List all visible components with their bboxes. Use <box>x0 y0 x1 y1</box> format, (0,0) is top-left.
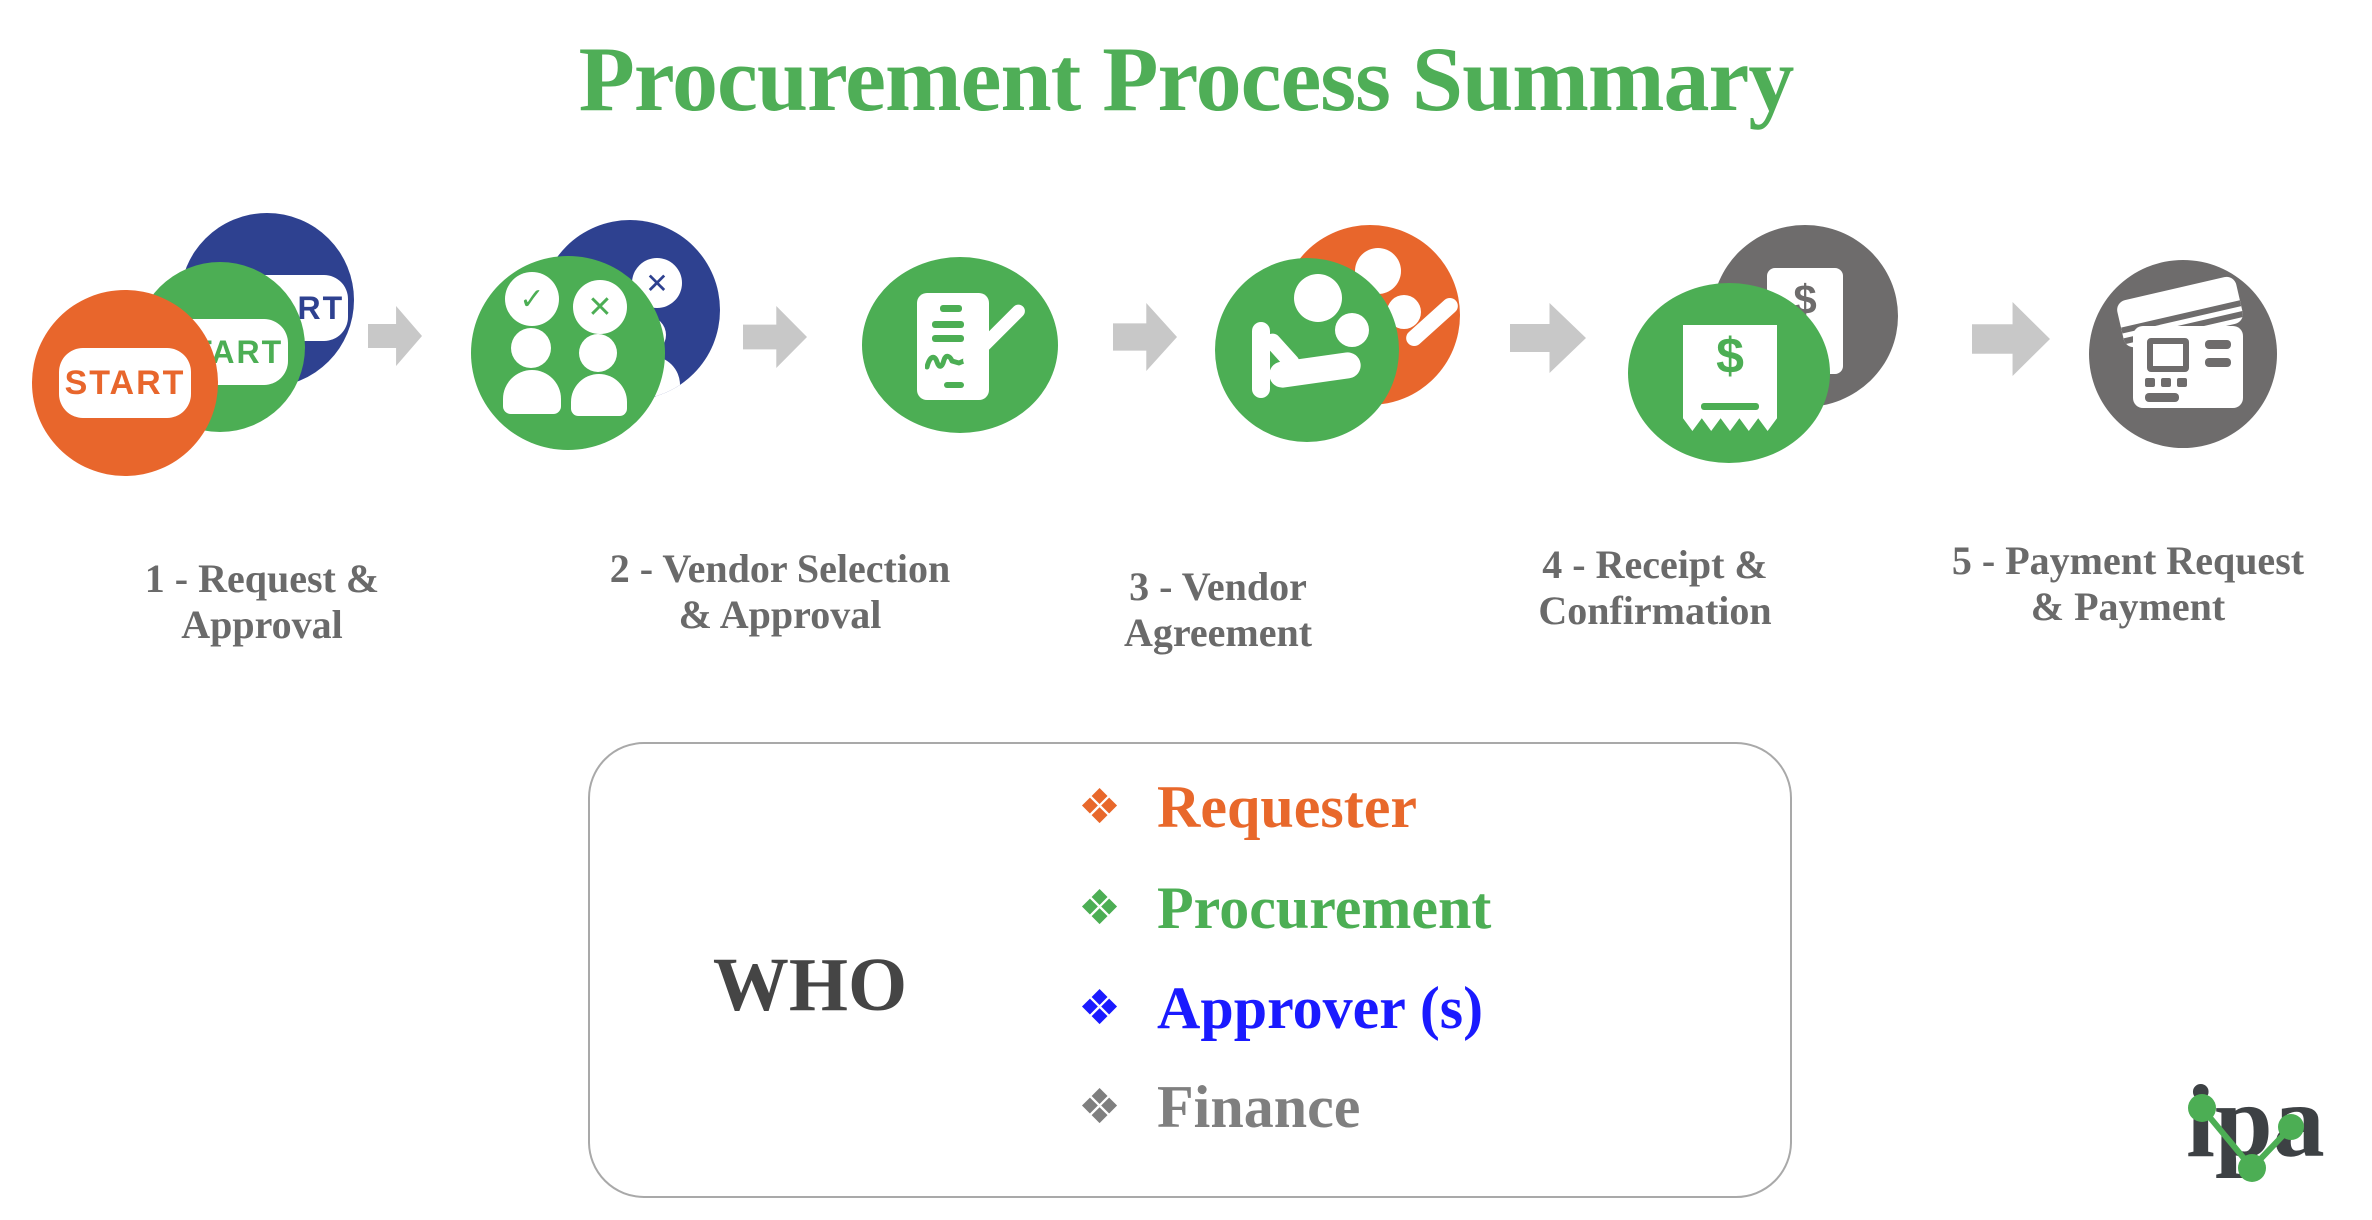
step-label-2: 2 - Vendor Selection& Approval <box>609 546 951 637</box>
receipt-paper: $ <box>1683 325 1777 431</box>
payment-circle-gray <box>2089 260 2277 448</box>
who-item-requester: ❖ Requester <box>1078 772 1417 842</box>
step-label-4: 4 - Receipt &Confirmation <box>1538 542 1772 633</box>
who-legend-box <box>588 742 1792 1198</box>
diamond-bullet-icon: ❖ <box>1078 779 1122 835</box>
credit-card-icon <box>2089 260 2279 450</box>
selection-circle-green: ✓ ✕ <box>471 256 665 450</box>
hand-cuff <box>1252 322 1270 398</box>
card-chip <box>2147 338 2189 372</box>
ipa-logo-chart-line <box>2188 1094 2304 1182</box>
page-title: Procurement Process Summary <box>578 28 1795 130</box>
who-item-procurement: ❖ Procurement <box>1078 873 1491 943</box>
signature-circle-green <box>862 257 1058 433</box>
start-badge: START <box>59 348 191 418</box>
arrow-right-icon <box>368 306 422 366</box>
receipt-icon: $ $ <box>1628 222 1918 467</box>
start-badges-icon: START START START <box>15 205 370 490</box>
vendor-selection-icon: ✕ ✓ ✕ <box>460 212 750 502</box>
receipt-circle-green: $ <box>1628 283 1830 463</box>
person-head <box>511 328 551 368</box>
who-item-label: Requester <box>1157 774 1417 840</box>
who-item-approver: ❖ Approver (s) <box>1078 973 1483 1043</box>
front-card <box>2133 326 2243 408</box>
cross-icon: ✕ <box>573 280 627 334</box>
arrow-right-icon <box>1113 303 1177 371</box>
ipa-logo: ipa <box>2150 1042 2370 1212</box>
start-circle-orange: START <box>32 290 218 476</box>
step-label-1: 1 - Request &Approval <box>144 556 380 647</box>
diamond-bullet-icon: ❖ <box>1078 1079 1122 1135</box>
who-item-finance: ❖ Finance <box>1078 1072 1360 1142</box>
who-item-label: Finance <box>1157 1074 1361 1140</box>
person-body <box>503 370 561 414</box>
arrow-right-icon <box>1510 303 1586 373</box>
who-item-label: Procurement <box>1157 875 1492 941</box>
hand-receiving-icon <box>1215 220 1475 450</box>
coin <box>1294 274 1342 322</box>
arrow-right-icon <box>1972 302 2050 376</box>
who-heading: WHO <box>712 943 908 1027</box>
contract-document <box>917 293 989 400</box>
receiving-circle-green <box>1215 258 1399 442</box>
person-head <box>579 334 617 372</box>
arrow-right-icon <box>743 306 807 368</box>
person-body <box>571 374 627 416</box>
who-item-label: Approver (s) <box>1157 975 1484 1041</box>
check-icon: ✓ <box>505 272 559 326</box>
contract-signature-icon <box>862 257 1062 437</box>
diamond-bullet-icon: ❖ <box>1078 880 1122 936</box>
dollar-sign: $ <box>1716 328 1744 384</box>
step-label-5: 5 - Payment Request& Payment <box>1951 538 2305 629</box>
coin <box>1335 313 1369 347</box>
diamond-bullet-icon: ❖ <box>1078 980 1122 1036</box>
signature-squiggle <box>925 353 976 370</box>
